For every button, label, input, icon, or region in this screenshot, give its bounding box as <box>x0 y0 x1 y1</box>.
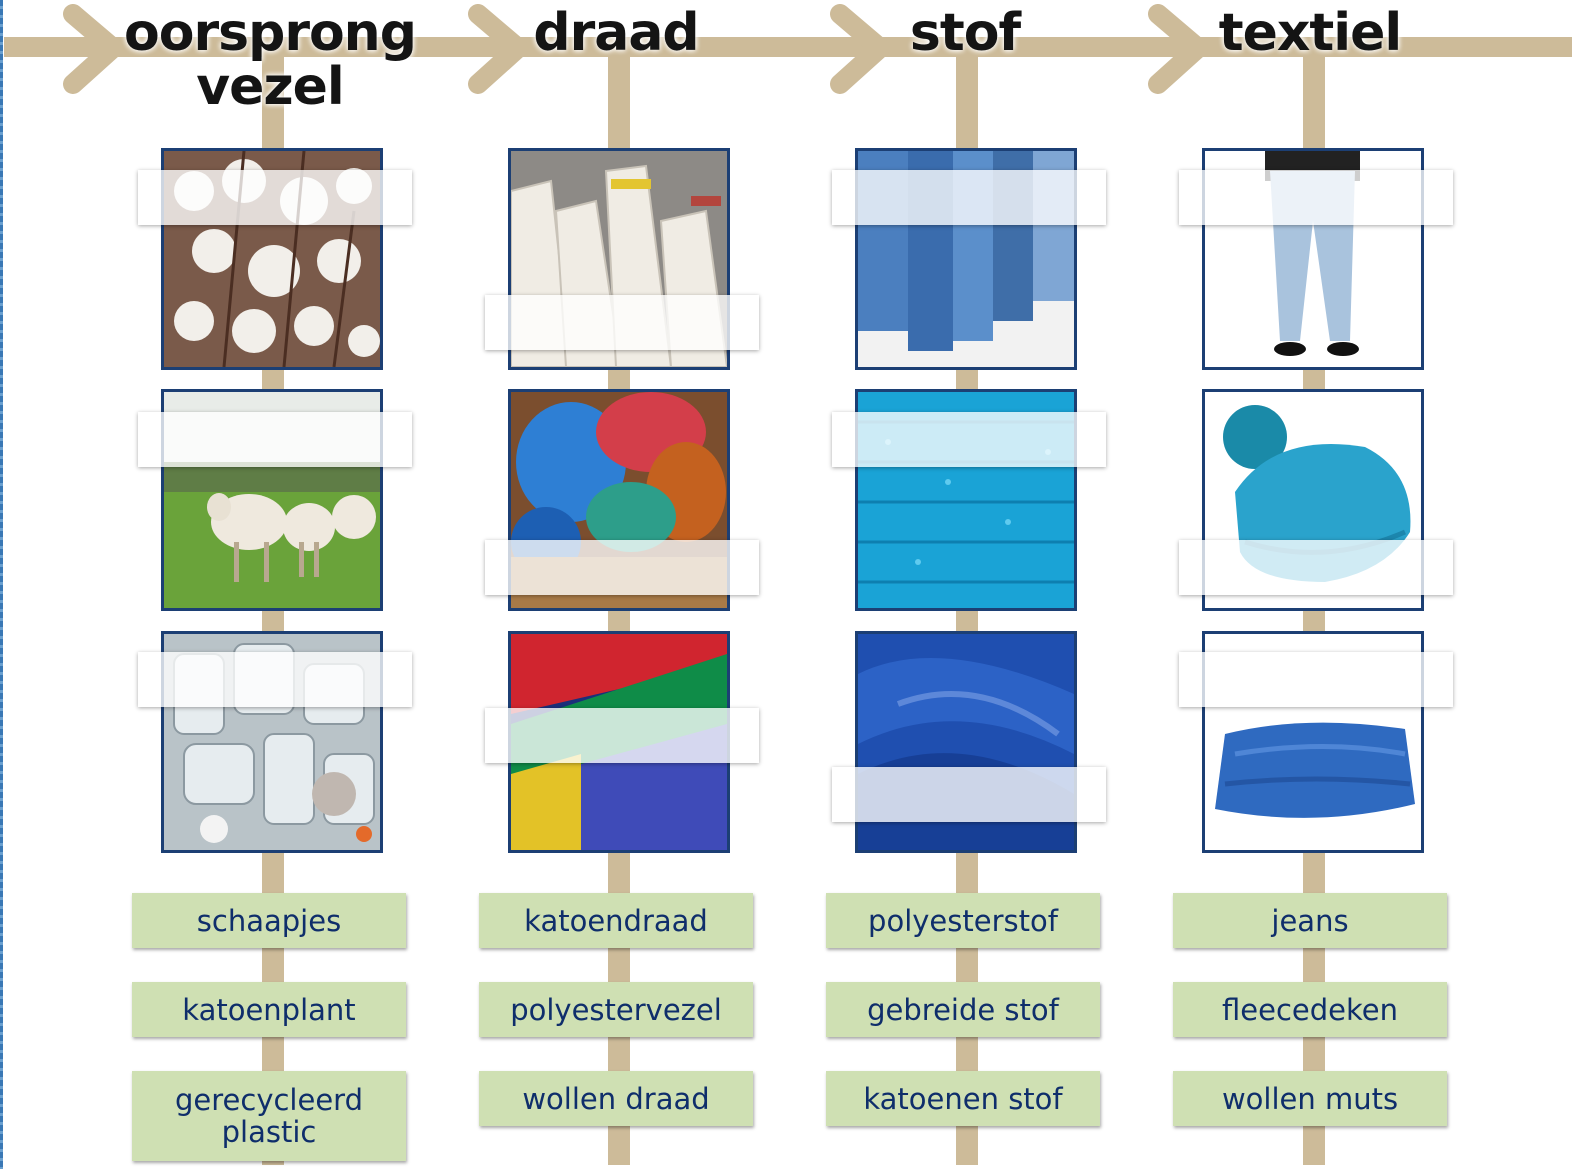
word-card[interactable]: wollen muts <box>1173 1071 1447 1126</box>
word-card[interactable]: gerecycleerd plastic <box>132 1071 406 1161</box>
word-card[interactable]: polyestervezel <box>479 982 753 1037</box>
word-card[interactable]: fleecedeken <box>1173 982 1447 1037</box>
column-title-stof: stof <box>909 3 1021 63</box>
chevron-right-icon <box>63 4 123 94</box>
word-card[interactable]: wollen draad <box>479 1071 753 1126</box>
word-card[interactable]: katoendraad <box>479 893 753 948</box>
word-card[interactable]: schaapjes <box>132 893 406 948</box>
drop-zone[interactable] <box>138 170 412 225</box>
drop-zone[interactable] <box>485 708 759 763</box>
column-title-oorsprong: oorsprong vezel <box>124 3 417 117</box>
drop-zone[interactable] <box>138 412 412 467</box>
chevron-right-icon <box>1148 4 1208 94</box>
drop-zone[interactable] <box>1179 540 1453 595</box>
word-card[interactable]: polyesterstof <box>826 893 1100 948</box>
drop-zone[interactable] <box>485 540 759 595</box>
chevron-right-icon <box>830 4 890 94</box>
drop-zone[interactable] <box>485 295 759 350</box>
word-card[interactable]: jeans <box>1173 893 1447 948</box>
drop-zone[interactable] <box>832 412 1106 467</box>
word-card[interactable]: katoenplant <box>132 982 406 1037</box>
chevron-right-icon <box>468 4 528 94</box>
drop-zone[interactable] <box>138 652 412 707</box>
word-card[interactable]: katoenen stof <box>826 1071 1100 1126</box>
column-title-textiel: textiel <box>1218 3 1402 63</box>
word-card[interactable]: gebreide stof <box>826 982 1100 1037</box>
drop-zone[interactable] <box>832 767 1106 822</box>
drop-zone[interactable] <box>1179 652 1453 707</box>
column-title-draad: draad <box>533 3 699 63</box>
drop-zone[interactable] <box>1179 170 1453 225</box>
drop-zone[interactable] <box>832 170 1106 225</box>
left-border-strip <box>0 0 3 1169</box>
